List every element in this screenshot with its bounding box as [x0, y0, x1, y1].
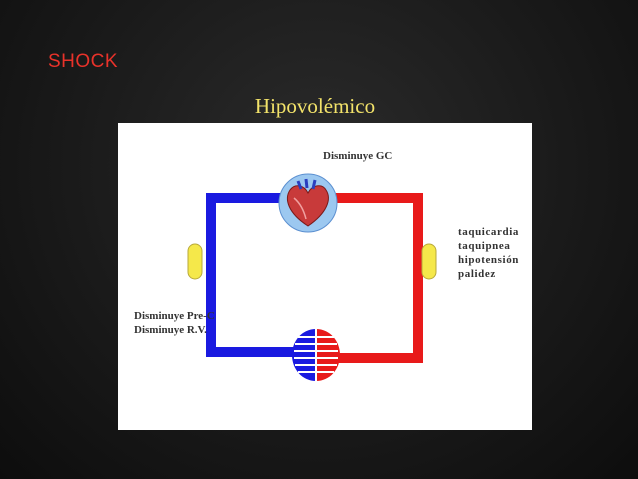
preload-label: Disminuye Pre-C — [134, 310, 215, 322]
venous-return-label: Disminuye R.V. — [134, 324, 207, 336]
capillary-bed-icon — [292, 329, 340, 381]
circulation-diagram: Disminuye GC taquicardia taquipnea hipot… — [118, 123, 532, 430]
slide-subtitle: Hipovolémico — [0, 94, 638, 119]
venous-circuit — [206, 193, 301, 348]
left-vessel-marker — [187, 243, 203, 280]
heart-icon — [278, 173, 338, 233]
symptom-item: palidez — [458, 268, 496, 280]
slide-title: SHOCK — [48, 51, 119, 72]
arterial-circuit — [323, 193, 423, 363]
symptom-item: hipotensión — [458, 254, 520, 266]
symptom-item: taquicardia — [458, 226, 519, 238]
preload-labels: Disminuye Pre-C Disminuye R.V. — [134, 309, 215, 337]
circulation-svg — [187, 173, 437, 381]
subtitle-text: Hipovolémico — [254, 94, 376, 118]
symptom-item: taquipnea — [458, 240, 511, 252]
right-vessel-marker — [421, 243, 437, 280]
symptoms-list: taquicardia taquipnea hipotensión palide… — [458, 225, 519, 281]
cardiac-output-label: Disminuye GC — [323, 150, 393, 162]
